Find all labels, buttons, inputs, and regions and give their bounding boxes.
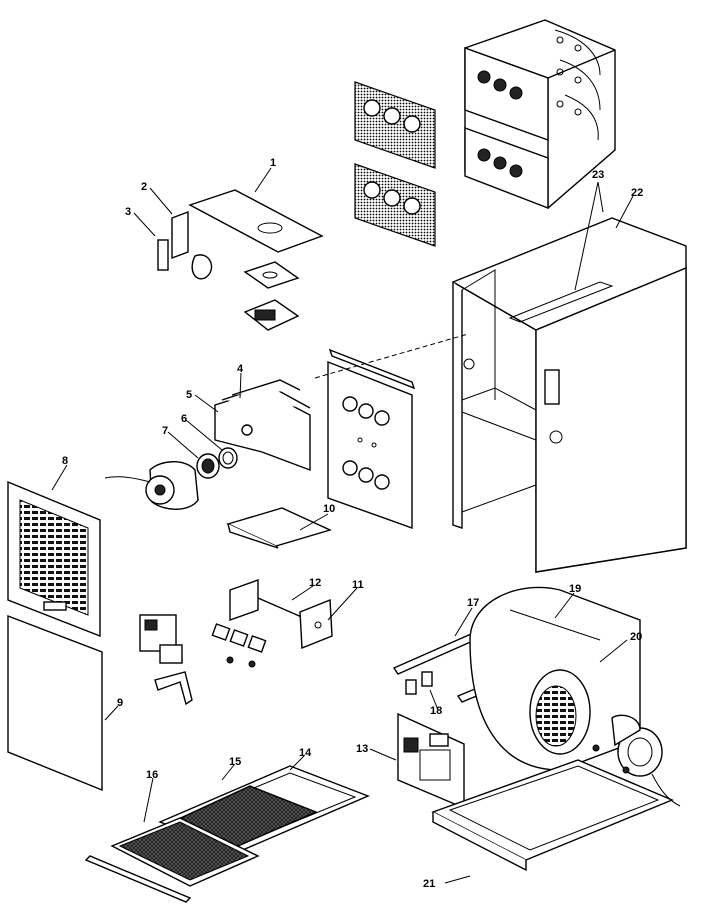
callout-18: 18 — [430, 705, 442, 717]
burner-box — [214, 379, 311, 472]
callout-21: 21 — [423, 878, 435, 890]
inner-front-panel — [327, 348, 416, 529]
callout-6: 6 — [181, 413, 187, 425]
gas-valve — [139, 614, 193, 706]
inducer-motor — [104, 461, 199, 510]
flange — [196, 453, 220, 479]
callout-3: 3 — [125, 206, 131, 218]
callout-8: 8 — [62, 455, 68, 467]
lower-door — [7, 614, 103, 792]
limit-switch — [405, 671, 433, 695]
callout-17: 17 — [467, 597, 479, 609]
callout-4: 4 — [237, 363, 244, 375]
callout-19: 19 — [569, 583, 581, 595]
callout-11: 11 — [352, 579, 364, 591]
gasket-upper — [354, 81, 436, 169]
burners — [211, 623, 267, 668]
upper-door — [7, 480, 101, 638]
heat-exchanger — [464, 19, 616, 210]
callout-labels: 1 2 3 4 5 6 7 8 9 10 11 12 13 14 15 16 1… — [62, 157, 643, 890]
callout-1: 1 — [270, 157, 276, 169]
callout-23: 23 — [592, 169, 604, 181]
gasket-lower — [354, 163, 436, 247]
top-cover — [188, 189, 324, 253]
filter-rail — [84, 855, 192, 903]
blower-housing — [469, 586, 641, 771]
blower-motor — [592, 714, 681, 807]
callout-5: 5 — [186, 389, 192, 401]
control-board — [397, 712, 465, 810]
callout-12: 12 — [309, 577, 321, 589]
bottom-panel — [431, 759, 674, 872]
callout-15: 15 — [229, 756, 241, 768]
manifold-bracket — [229, 579, 333, 650]
callout-13: 13 — [356, 743, 368, 755]
callout-7: 7 — [162, 425, 168, 437]
leader-lines — [51, 167, 634, 884]
pressure-switch — [157, 210, 213, 280]
callout-2: 2 — [141, 181, 147, 193]
vent-collar — [243, 299, 300, 331]
grommet — [218, 447, 238, 469]
burner-shield — [226, 507, 332, 549]
callout-16: 16 — [146, 769, 158, 781]
vent-gasket — [243, 261, 300, 289]
callout-20: 20 — [630, 631, 642, 643]
callout-22: 22 — [631, 187, 643, 199]
cabinet — [451, 217, 687, 573]
callout-9: 9 — [117, 697, 123, 709]
callout-14: 14 — [299, 747, 312, 759]
callout-10: 10 — [323, 503, 335, 515]
filter-lower — [110, 817, 260, 887]
